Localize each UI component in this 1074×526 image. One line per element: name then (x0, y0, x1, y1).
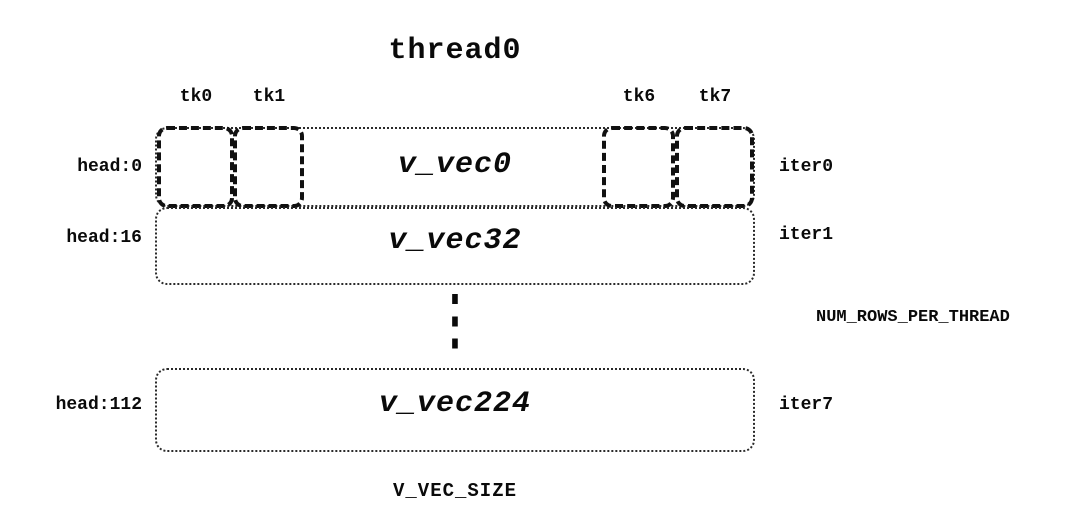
tk6-label: tk6 (622, 87, 656, 107)
v-vec-size-label: V_VEC_SIZE (392, 480, 518, 502)
tk0-cell-box (157, 126, 234, 208)
iter0-row-box (155, 127, 755, 207)
tk1-cell-box (233, 126, 304, 208)
tk6-cell-box (602, 126, 675, 208)
tk1-label: tk1 (252, 87, 286, 107)
iter0-label: iter0 (779, 157, 834, 177)
v-vec0-label: v_vec0 (397, 148, 513, 182)
v-vec32-label: v_vec32 (388, 224, 522, 258)
iter7-row-box (155, 368, 755, 452)
num-rows-per-thread-label: NUM_ROWS_PER_THREAD (816, 308, 1010, 327)
iter1-row-box (155, 207, 755, 285)
head-16-label: head:16 (66, 228, 142, 248)
diagram-title: thread0 (388, 34, 522, 68)
vertical-ellipsis: ⋮ (434, 287, 476, 362)
tk7-label: tk7 (698, 87, 732, 107)
tk0-label: tk0 (179, 87, 213, 107)
head-0-label: head:0 (77, 157, 142, 177)
head-112-label: head:112 (55, 395, 142, 415)
tk7-cell-box (675, 126, 754, 208)
v-vec224-label: v_vec224 (378, 387, 532, 421)
iter1-label: iter1 (779, 225, 834, 245)
iter7-label: iter7 (779, 395, 834, 415)
